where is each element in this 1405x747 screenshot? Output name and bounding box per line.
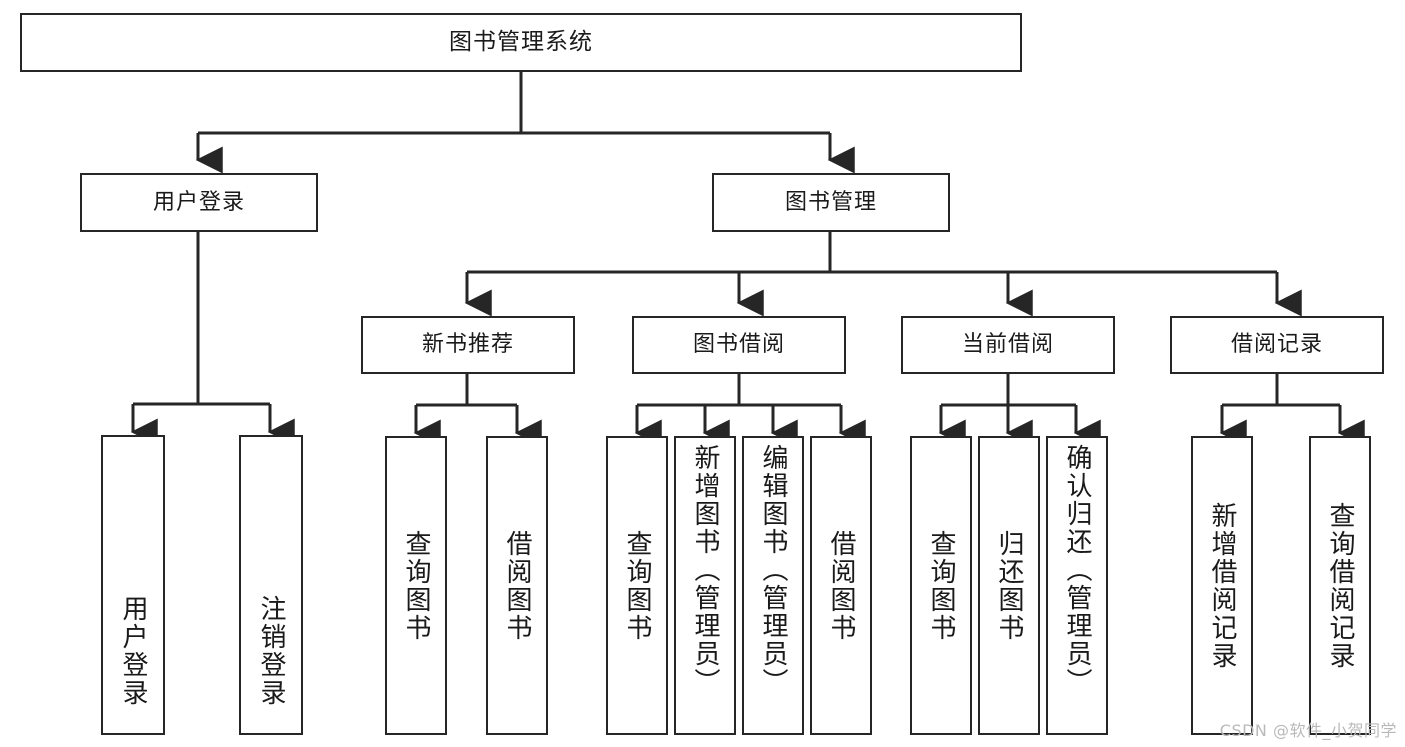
leaf-add-book-admin-label: 新增图书（管理员） [690,444,720,696]
node-book-borrow[interactable]: 图书借阅 [632,316,846,374]
leaf-confirm-return-admin[interactable]: 确认归还（管理员） [1046,436,1108,735]
leaf-query-book-3[interactable]: 查询图书 [910,436,972,735]
node-book-management[interactable]: 图书管理 [712,173,950,232]
node-user-login-label: 用户登录 [152,189,245,215]
leaf-return-book[interactable]: 归还图书 [978,436,1040,735]
leaf-logout-login-label: 注销登录 [256,595,286,707]
node-current-borrow-label: 当前借阅 [961,332,1054,357]
leaf-query-borrow-record-label: 查询借阅记录 [1325,501,1355,670]
node-new-book-recommend[interactable]: 新书推荐 [361,316,575,374]
leaf-query-book-1-label: 查询图书 [401,529,431,642]
leaf-logout-login[interactable]: 注销登录 [239,435,303,735]
leaf-user-login[interactable]: 用户登录 [101,435,165,735]
leaf-borrow-book-1[interactable]: 借阅图书 [486,436,548,735]
node-book-borrow-label: 图书借阅 [692,332,785,357]
node-user-login[interactable]: 用户登录 [80,173,318,232]
leaf-edit-book-admin[interactable]: 编辑图书（管理员） [742,436,804,735]
leaf-add-book-admin[interactable]: 新增图书（管理员） [674,436,736,735]
node-root-label: 图书管理系统 [449,29,593,55]
leaf-confirm-return-admin-label: 确认归还（管理员） [1062,444,1092,696]
leaf-query-book-3-label: 查询图书 [926,529,956,642]
leaf-edit-book-admin-label: 编辑图书（管理员） [758,444,788,696]
leaf-add-borrow-record[interactable]: 新增借阅记录 [1191,436,1253,735]
node-borrow-records-label: 借阅记录 [1230,332,1323,357]
leaf-query-book-2[interactable]: 查询图书 [606,436,668,735]
leaf-add-borrow-record-label: 新增借阅记录 [1207,501,1237,670]
leaf-query-book-2-label: 查询图书 [622,529,652,642]
node-new-book-recommend-label: 新书推荐 [421,332,514,357]
leaf-query-borrow-record[interactable]: 查询借阅记录 [1309,436,1371,735]
node-borrow-records[interactable]: 借阅记录 [1170,316,1384,374]
leaf-query-book-1[interactable]: 查询图书 [385,436,447,735]
leaf-borrow-book-1-label: 借阅图书 [502,529,532,642]
watermark-text: CSDN @软件_小贺同学 [1219,721,1397,740]
leaf-borrow-book-2-label: 借阅图书 [826,529,856,642]
leaf-borrow-book-2[interactable]: 借阅图书 [810,436,872,735]
node-book-management-label: 图书管理 [784,189,877,215]
leaf-user-login-label: 用户登录 [118,595,148,707]
node-root[interactable]: 图书管理系统 [20,13,1022,72]
node-current-borrow[interactable]: 当前借阅 [901,316,1115,374]
leaf-return-book-label: 归还图书 [994,529,1024,642]
